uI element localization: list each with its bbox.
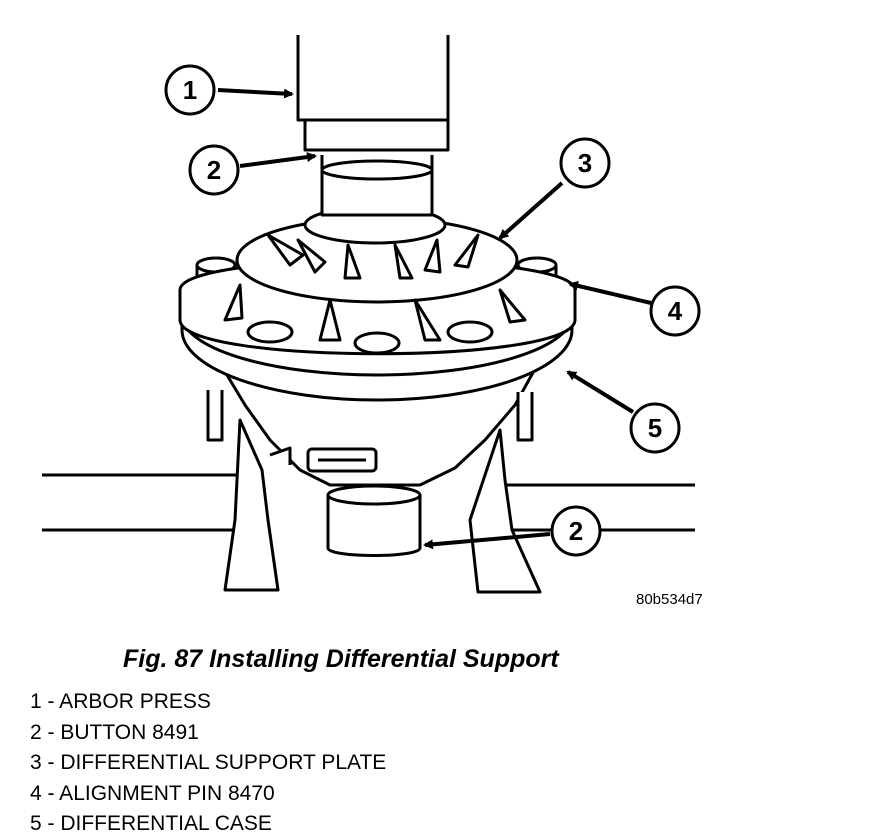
callout-2-upper: 2 [188, 144, 240, 196]
svg-text:4: 4 [668, 296, 683, 326]
callout-2-lower: 2 [550, 505, 602, 557]
figure-code: 80b534d7 [636, 591, 703, 608]
svg-text:2: 2 [207, 155, 221, 185]
callout-5: 5 [629, 402, 681, 454]
legend-list: 1 - ARBOR PRESS 2 - BUTTON 8491 3 - DIFF… [30, 687, 386, 840]
callout-3: 3 [559, 137, 611, 189]
differential-support-illustration: 1 2 3 4 5 2 [42, 35, 701, 594]
upper-button [303, 120, 450, 217]
legend-item: 5 - DIFFERENTIAL CASE [30, 812, 272, 835]
svg-text:5: 5 [648, 413, 662, 443]
arbor-press-ram [296, 35, 450, 122]
legend-item: 4 - ALIGNMENT PIN 8470 [30, 781, 275, 805]
support-plate [178, 205, 577, 356]
figure-caption: Fig. 87 Installing Differential Support [123, 645, 559, 673]
svg-text:3: 3 [578, 148, 592, 178]
lower-button [326, 484, 422, 557]
legend-item: 2 - BUTTON 8491 [30, 720, 199, 744]
legend-item: 3 - DIFFERENTIAL SUPPORT PLATE [30, 751, 387, 774]
callout-4: 4 [649, 285, 701, 337]
callout-1: 1 [164, 64, 216, 116]
legend-item: 1 - ARBOR PRESS [30, 690, 211, 713]
support-block [223, 418, 542, 594]
svg-text:1: 1 [183, 75, 197, 105]
svg-text:2: 2 [569, 516, 583, 546]
